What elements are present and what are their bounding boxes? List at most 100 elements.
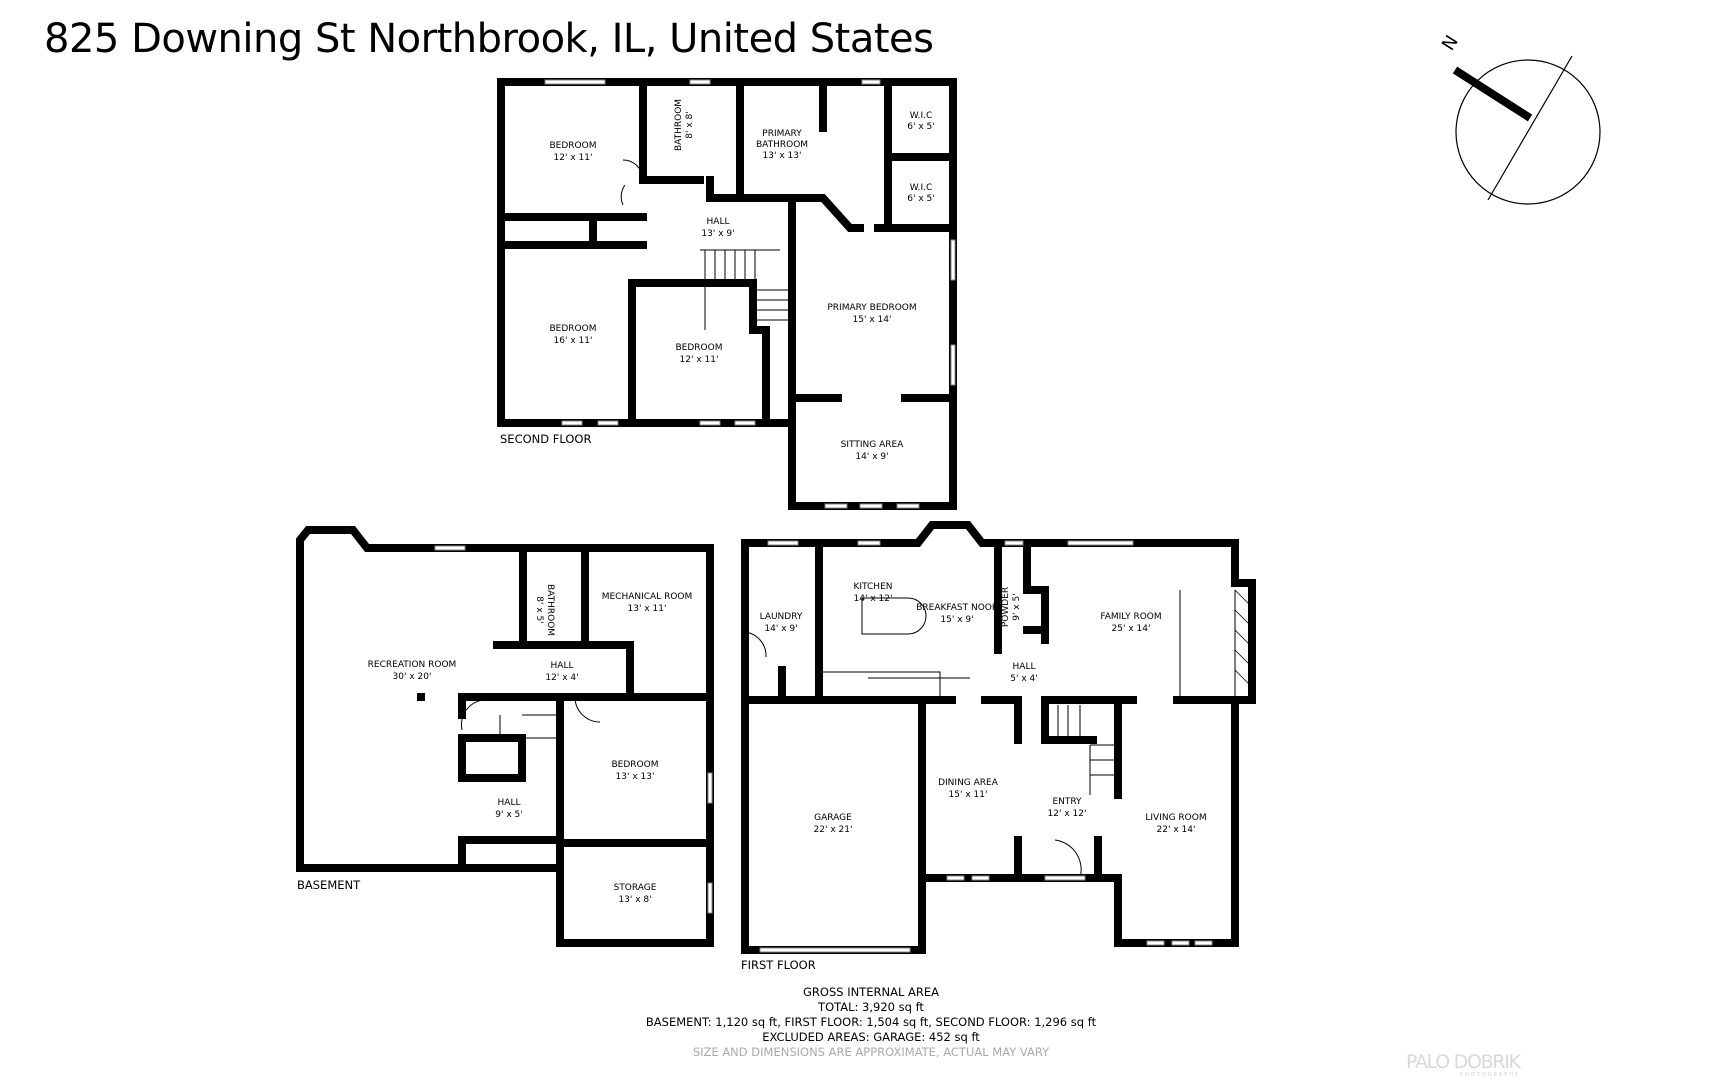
room-primary-bedroom: PRIMARY BEDROOM 15' x 14' bbox=[827, 303, 916, 325]
svg-text:KITCHEN: KITCHEN bbox=[854, 582, 893, 592]
svg-text:5' x 4': 5' x 4' bbox=[1010, 674, 1037, 684]
svg-text:HALL: HALL bbox=[551, 661, 574, 671]
svg-text:BREAKFAST NOOK: BREAKFAST NOOK bbox=[916, 603, 999, 613]
svg-text:15' x 14': 15' x 14' bbox=[853, 315, 892, 325]
room-bedroom-3: BEDROOM 12' x 11' bbox=[676, 343, 723, 365]
room-laundry: LAUNDRY 14' x 9' bbox=[760, 612, 803, 634]
svg-text:PALO DOBRIK: PALO DOBRIK bbox=[1406, 1051, 1522, 1073]
svg-text:16' x 11': 16' x 11' bbox=[554, 336, 593, 346]
svg-text:13' x 8': 13' x 8' bbox=[618, 895, 651, 905]
room-living-room: LIVING ROOM 22' x 14' bbox=[1145, 813, 1206, 835]
svg-text:LAUNDRY: LAUNDRY bbox=[760, 612, 803, 622]
svg-text:BEDROOM: BEDROOM bbox=[676, 343, 723, 353]
svg-text:PRIMARY: PRIMARY bbox=[762, 129, 802, 139]
svg-text:HALL: HALL bbox=[707, 217, 730, 227]
svg-text:14' x 12': 14' x 12' bbox=[854, 594, 893, 604]
svg-text:13' x 11': 13' x 11' bbox=[628, 604, 667, 614]
svg-text:14' x 9': 14' x 9' bbox=[764, 624, 797, 634]
svg-text:12' x 12': 12' x 12' bbox=[1048, 809, 1087, 819]
svg-text:BEDROOM: BEDROOM bbox=[612, 760, 659, 770]
svg-text:13' x 9': 13' x 9' bbox=[701, 229, 734, 239]
svg-text:RECREATION ROOM: RECREATION ROOM bbox=[368, 660, 457, 670]
floor-label-basement: BASEMENT bbox=[297, 878, 361, 892]
svg-text:13' x 13': 13' x 13' bbox=[616, 772, 655, 782]
room-bedroom-2: BEDROOM 16' x 11' bbox=[550, 324, 597, 346]
svg-text:PHOTOGRAPHY: PHOTOGRAPHY bbox=[1460, 1072, 1520, 1078]
svg-text:8' x 8': 8' x 8' bbox=[685, 111, 695, 138]
svg-text:15' x 11': 15' x 11' bbox=[949, 790, 988, 800]
svg-text:15' x 9': 15' x 9' bbox=[940, 615, 973, 625]
floor-label-second: SECOND FLOOR bbox=[500, 432, 591, 446]
room-family-room: FAMILY ROOM 25' x 14' bbox=[1100, 612, 1161, 634]
room-bedroom: BEDROOM 12' x 11' bbox=[550, 141, 597, 163]
room-sitting-area: SITTING AREA 14' x 9' bbox=[841, 440, 905, 462]
svg-text:6' x 5': 6' x 5' bbox=[907, 194, 934, 204]
area-summary: GROSS INTERNAL AREA TOTAL: 3,920 sq ft B… bbox=[646, 985, 1097, 1059]
svg-text:LIVING ROOM: LIVING ROOM bbox=[1145, 813, 1206, 823]
svg-text:30' x 20': 30' x 20' bbox=[393, 672, 432, 682]
first-floor-plan: LAUNDRY 14' x 9' KITCHEN 14' x 12' BREAKFA… bbox=[741, 521, 1256, 972]
svg-text:13' x 13': 13' x 13' bbox=[763, 151, 802, 161]
svg-text:HALL: HALL bbox=[498, 798, 521, 808]
svg-text:BEDROOM: BEDROOM bbox=[550, 141, 597, 151]
room-hall: HALL 13' x 9' bbox=[701, 217, 734, 239]
floor-label-first: FIRST FLOOR bbox=[741, 958, 816, 972]
svg-text:DINING AREA: DINING AREA bbox=[938, 778, 999, 788]
room-entry: ENTRY 12' x 12' bbox=[1048, 797, 1087, 819]
compass-north-icon: N bbox=[1438, 32, 1601, 205]
room-hall: HALL 12' x 4' bbox=[545, 661, 578, 683]
room-dining-area: DINING AREA 15' x 11' bbox=[938, 778, 999, 800]
svg-text:8' x 5': 8' x 5' bbox=[534, 596, 544, 623]
svg-text:22' x 14': 22' x 14' bbox=[1157, 825, 1196, 835]
room-hall: HALL 5' x 4' bbox=[1010, 662, 1037, 684]
page-title: 825 Downing St Northbrook, IL, United St… bbox=[44, 16, 934, 62]
svg-text:W.I.C: W.I.C bbox=[910, 183, 933, 193]
room-wic-1: W.I.C6' x 5' bbox=[907, 111, 934, 132]
svg-text:BATHROOM: BATHROOM bbox=[545, 584, 555, 636]
svg-text:6' x 5': 6' x 5' bbox=[907, 122, 934, 132]
svg-text:12' x 11': 12' x 11' bbox=[554, 153, 593, 163]
room-recreation-room: RECREATION ROOM 30' x 20' bbox=[368, 660, 457, 682]
svg-text:ENTRY: ENTRY bbox=[1052, 797, 1082, 807]
svg-text:SITTING AREA: SITTING AREA bbox=[841, 440, 905, 450]
svg-text:MECHANICAL ROOM: MECHANICAL ROOM bbox=[602, 592, 693, 602]
svg-text:POWDER: POWDER bbox=[1001, 587, 1011, 627]
room-kitchen: KITCHEN 14' x 12' bbox=[854, 582, 893, 604]
brand-logo: PALO DOBRIK PHOTOGRAPHY bbox=[1406, 1051, 1522, 1078]
room-bedroom: BEDROOM 13' x 13' bbox=[612, 760, 659, 782]
svg-text:FAMILY ROOM: FAMILY ROOM bbox=[1100, 612, 1161, 622]
svg-text:BATHROOM: BATHROOM bbox=[756, 140, 808, 150]
area-breakdown: BASEMENT: 1,120 sq ft, FIRST FLOOR: 1,50… bbox=[646, 1015, 1097, 1029]
area-heading: GROSS INTERNAL AREA bbox=[803, 985, 939, 999]
room-wic-2: W.I.C6' x 5' bbox=[907, 183, 934, 204]
svg-text:BEDROOM: BEDROOM bbox=[550, 324, 597, 334]
svg-text:22' x 21': 22' x 21' bbox=[814, 825, 853, 835]
svg-text:GARAGE: GARAGE bbox=[814, 813, 852, 823]
svg-text:12' x 11': 12' x 11' bbox=[680, 355, 719, 365]
svg-text:9' x 5': 9' x 5' bbox=[495, 810, 522, 820]
room-breakfast-nook: BREAKFAST NOOK 15' x 9' bbox=[916, 603, 999, 625]
room-hall-2: HALL 9' x 5' bbox=[495, 798, 522, 820]
room-garage: GARAGE 22' x 21' bbox=[814, 813, 853, 835]
svg-text:9' x 5': 9' x 5' bbox=[1012, 593, 1022, 620]
svg-text:25' x 14': 25' x 14' bbox=[1112, 624, 1151, 634]
svg-text:BATHROOM: BATHROOM bbox=[674, 99, 684, 151]
svg-text:HALL: HALL bbox=[1013, 662, 1036, 672]
area-total: TOTAL: 3,920 sq ft bbox=[817, 1000, 924, 1014]
area-disclaimer: SIZE AND DIMENSIONS ARE APPROXIMATE, ACT… bbox=[693, 1045, 1050, 1059]
svg-text:W.I.C: W.I.C bbox=[910, 111, 933, 121]
svg-text:12' x 4': 12' x 4' bbox=[545, 673, 578, 683]
svg-text:PRIMARY BEDROOM: PRIMARY BEDROOM bbox=[827, 303, 916, 313]
svg-text:14' x 9': 14' x 9' bbox=[855, 452, 888, 462]
compass-north-label: N bbox=[1438, 32, 1463, 55]
room-mechanical-room: MECHANICAL ROOM 13' x 11' bbox=[602, 592, 693, 614]
area-excluded: EXCLUDED AREAS: GARAGE: 452 sq ft bbox=[762, 1030, 980, 1044]
